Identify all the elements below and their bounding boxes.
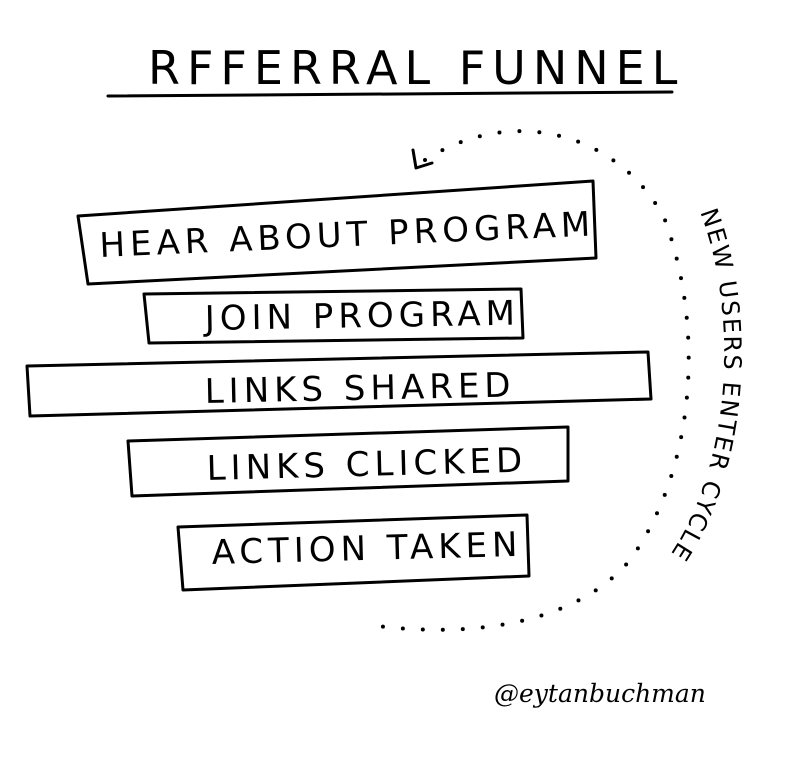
stage-label: JOIN PROGRAM: [202, 294, 520, 340]
stage-box: [126, 425, 570, 498]
funnel-stage-hear-about-program: HEAR ABOUT PROGRAM: [76, 179, 598, 286]
funnel-stage-links-clicked: LINKS CLICKED: [126, 425, 570, 498]
stage-label: LINKS CLICKED: [206, 441, 527, 489]
cycle-text-guide: [575, 212, 724, 632]
author-credit: @eytanbuchman: [494, 679, 706, 708]
stage-box: [76, 179, 598, 286]
diagram-title: RFFERRAL FUNNEL: [148, 41, 684, 95]
cycle-arrowhead: [411, 148, 434, 170]
stage-box: [142, 287, 525, 345]
cycle-arc-dotted: [368, 129, 691, 632]
title-underline: [106, 90, 674, 98]
stage-box: [25, 350, 653, 418]
stage-label: LINKS SHARED: [204, 365, 516, 412]
stage-box: [176, 513, 531, 592]
funnel-stage-join-program: JOIN PROGRAM: [142, 287, 525, 345]
stage-label: ACTION TAKEN: [211, 525, 523, 573]
funnel-stage-links-shared: LINKS SHARED: [25, 350, 653, 418]
funnel-stage-action-taken: ACTION TAKEN: [176, 513, 531, 592]
